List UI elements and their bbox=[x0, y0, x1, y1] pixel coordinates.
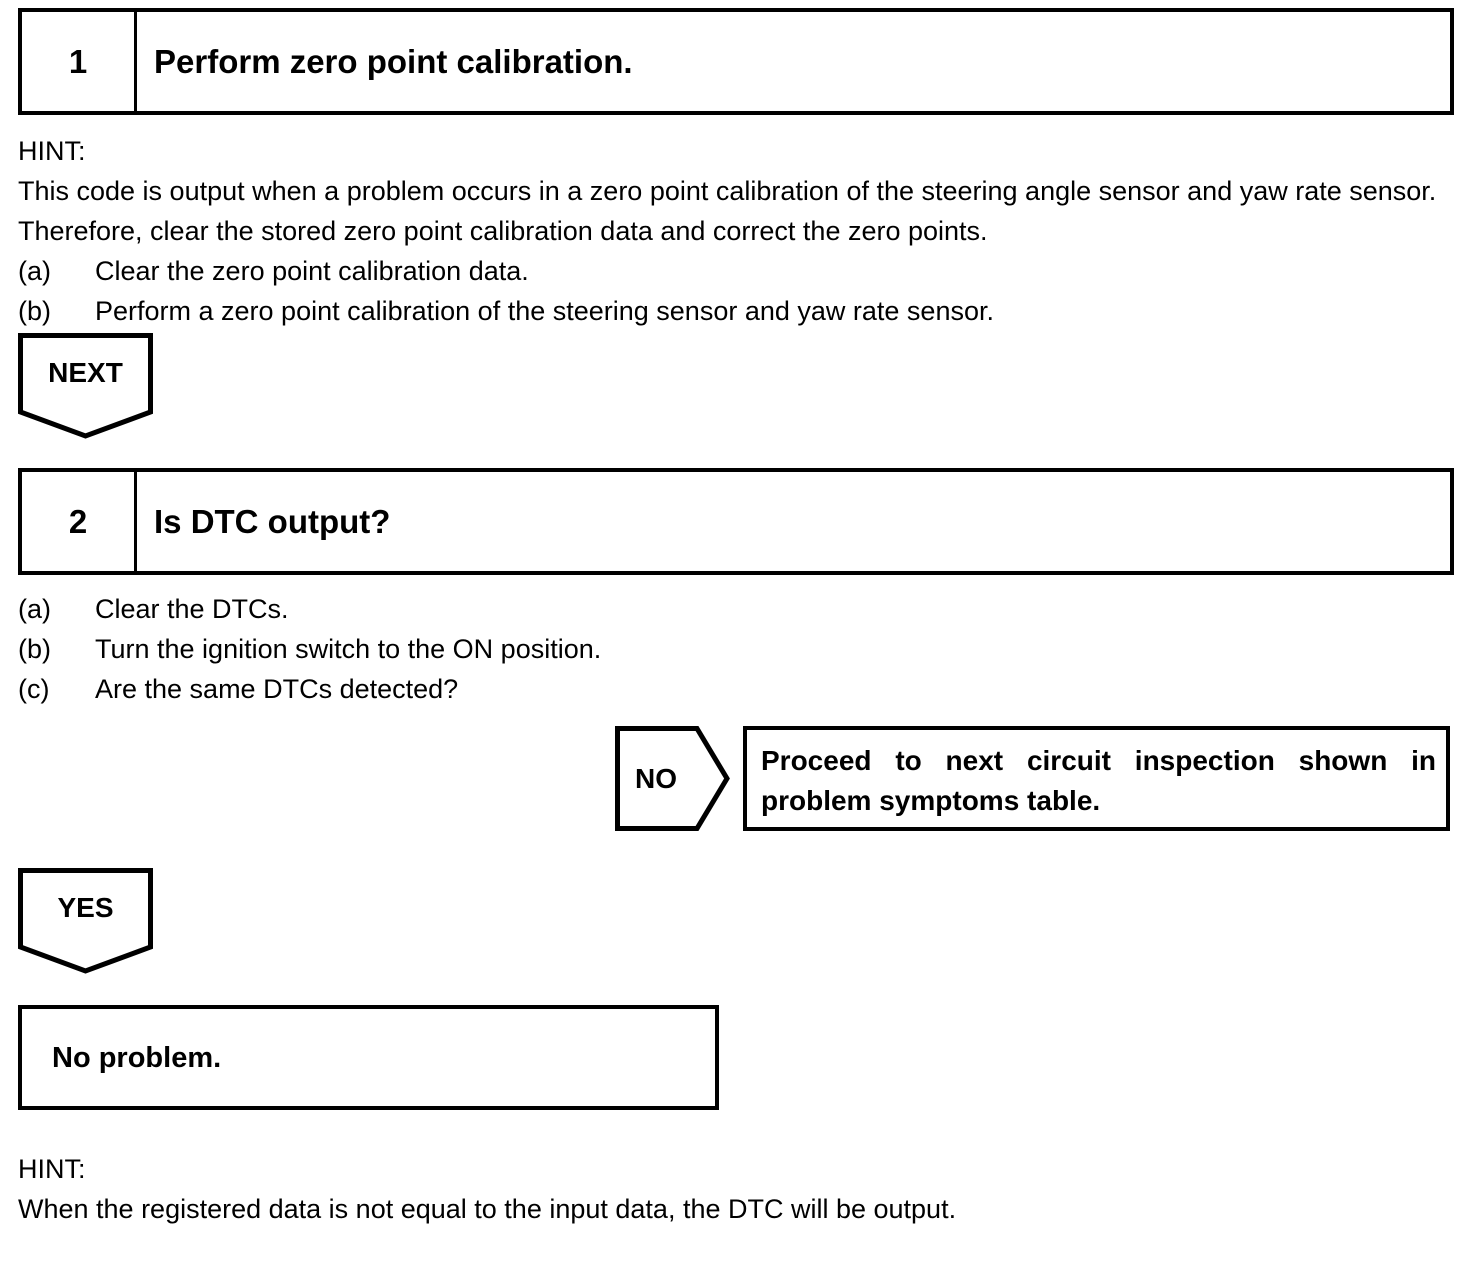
substep-marker: (c) bbox=[18, 674, 50, 704]
step-2-number: 2 bbox=[22, 472, 137, 571]
step-1-hint-text-2: Therefore, clear the stored zero point c… bbox=[18, 216, 988, 246]
step-1-header: 1 Perform zero point calibration. bbox=[18, 8, 1454, 115]
step-1-hint-label: HINT: bbox=[18, 136, 86, 166]
right-arrow-icon bbox=[615, 726, 730, 831]
yes-label: YES bbox=[57, 892, 114, 923]
step-2-substep-a: (a) Clear the DTCs. bbox=[18, 589, 1454, 629]
no-connector: NO bbox=[615, 726, 730, 831]
substep-marker: (b) bbox=[18, 634, 51, 664]
substep-marker: (b) bbox=[18, 296, 51, 326]
step-2-title: Is DTC output? bbox=[154, 502, 391, 540]
substep-text: Perform a zero point calibration of the … bbox=[95, 296, 994, 326]
no-problem-text: No problem. bbox=[52, 1041, 222, 1074]
step-1-title: Perform zero point calibration. bbox=[154, 42, 633, 80]
substep-text: Clear the DTCs. bbox=[95, 594, 289, 624]
proceed-result-box: Proceed to next circuit inspection shown… bbox=[743, 726, 1450, 831]
step-2-substep-b: (b) Turn the ignition switch to the ON p… bbox=[18, 629, 1454, 669]
yes-connector: YES bbox=[18, 868, 153, 974]
next-connector: NEXT bbox=[18, 333, 153, 439]
step-2-header: 2 Is DTC output? bbox=[18, 468, 1454, 575]
substep-marker: (a) bbox=[18, 256, 51, 286]
substep-text: Turn the ignition switch to the ON posit… bbox=[95, 634, 602, 664]
step-1-number: 1 bbox=[22, 12, 137, 111]
substep-text: Are the same DTCs detected? bbox=[95, 674, 459, 704]
step-2-substep-c: (c) Are the same DTCs detected? bbox=[18, 669, 1454, 709]
step-1-substep-a: (a) Clear the zero point calibration dat… bbox=[18, 251, 1454, 291]
substep-text: Clear the zero point calibration data. bbox=[95, 256, 529, 286]
next-label: NEXT bbox=[48, 357, 123, 388]
no-label: NO bbox=[635, 762, 677, 794]
footer-hint-text: When the registered data is not equal to… bbox=[18, 1194, 957, 1224]
substep-marker: (a) bbox=[18, 594, 51, 624]
no-branch-row: NO Proceed to next circuit inspection sh… bbox=[615, 726, 1454, 831]
step-1-substep-b: (b) Perform a zero point calibration of … bbox=[18, 291, 1454, 331]
down-arrow-icon bbox=[18, 333, 153, 439]
step-1-hint-text-1: This code is output when a problem occur… bbox=[18, 176, 1437, 206]
down-arrow-icon bbox=[18, 868, 153, 974]
footer-hint-label: HINT: bbox=[18, 1154, 86, 1184]
no-problem-box: No problem. bbox=[18, 1005, 719, 1110]
